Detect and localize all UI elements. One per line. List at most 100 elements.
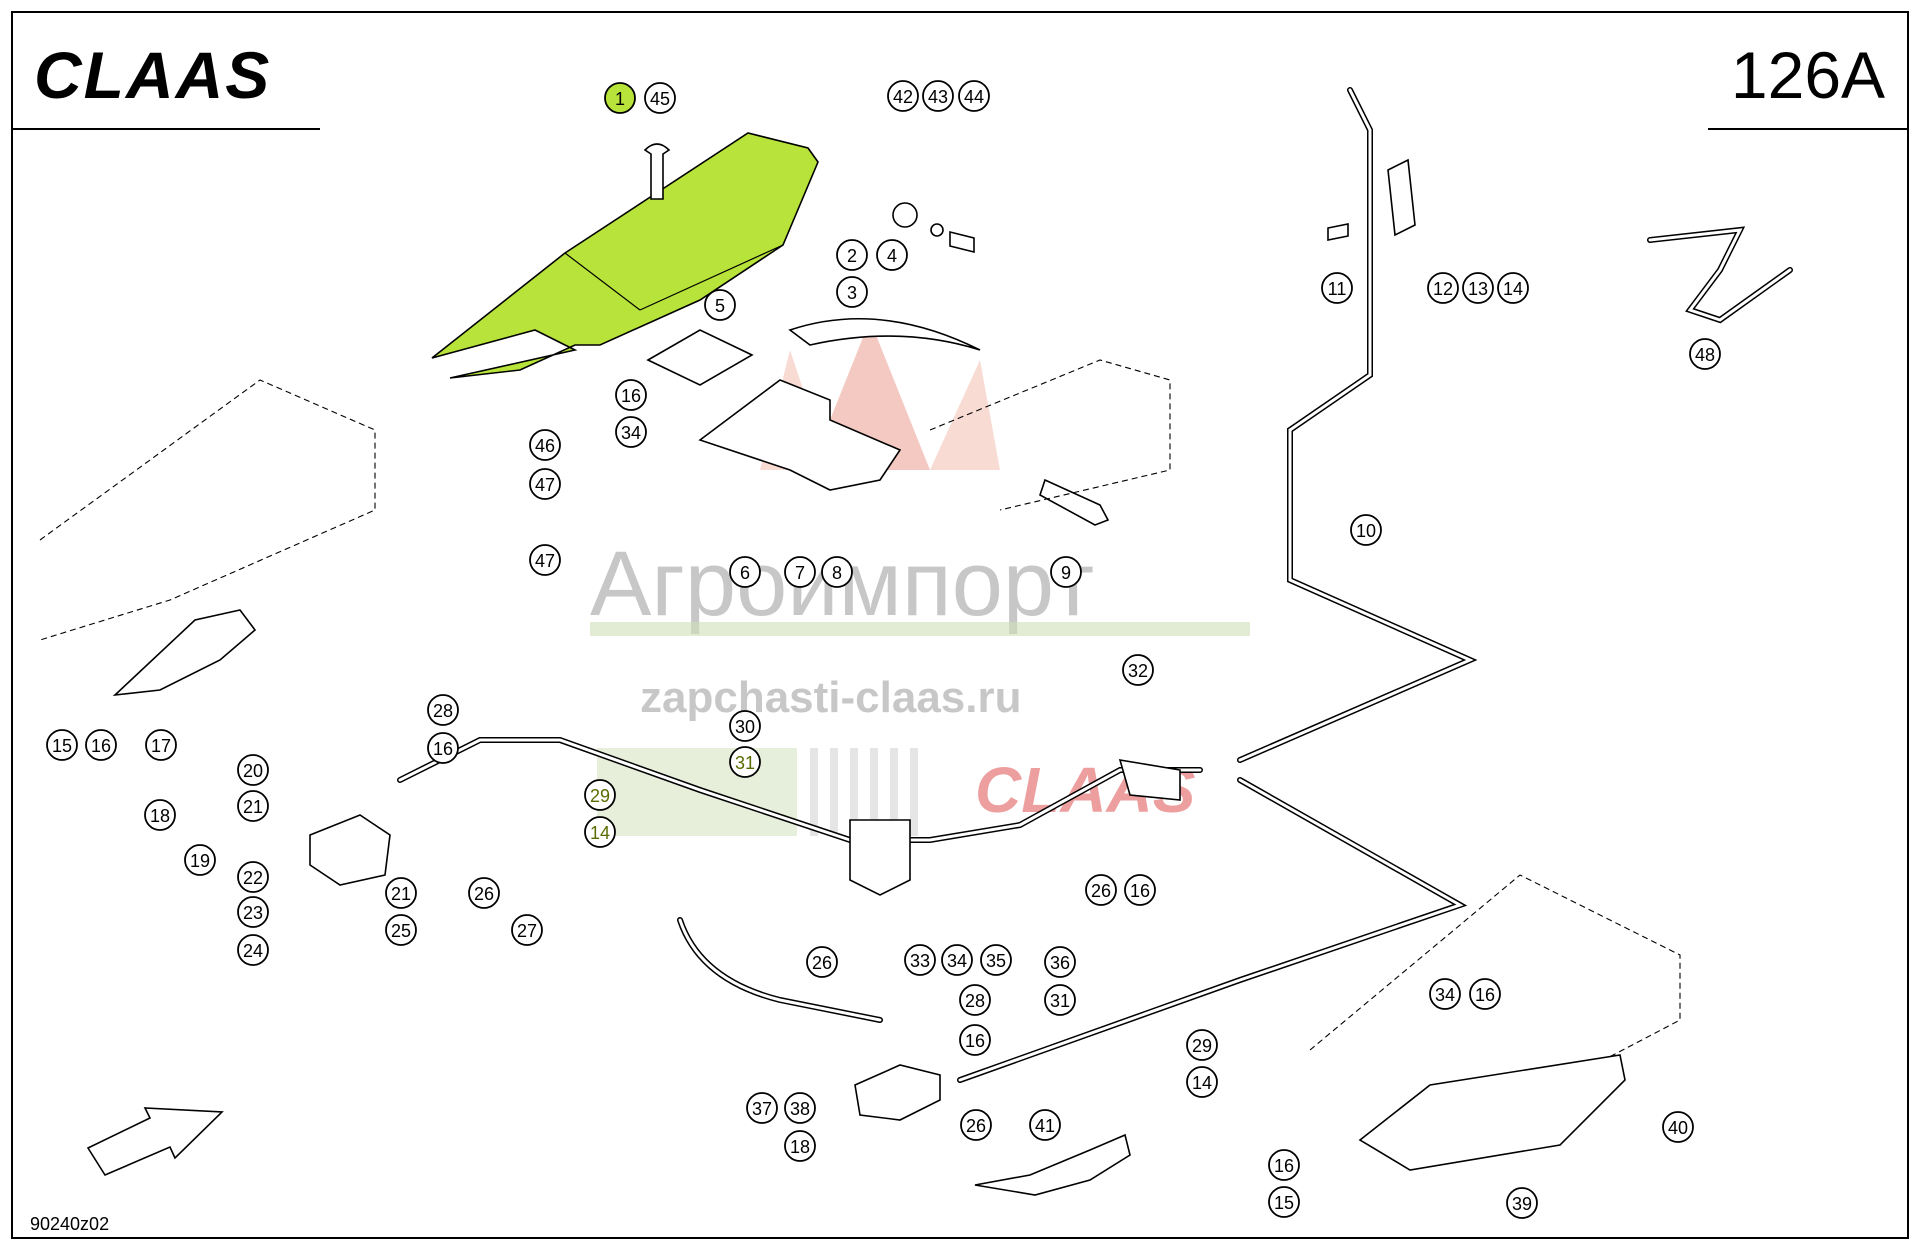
callout-46: 46 [529, 429, 561, 461]
part-48-cable-inner [1648, 228, 1792, 322]
callout-circle [1469, 978, 1501, 1010]
callout-34: 34 [1429, 978, 1461, 1010]
callout-circle [427, 732, 459, 764]
part-32-bracket [1118, 759, 1181, 801]
callout-label: 22 [243, 868, 263, 888]
callout-label: 25 [391, 921, 411, 941]
callout-16: 16 [959, 1024, 991, 1056]
callout-circle [1268, 1149, 1300, 1181]
callout-24: 24 [237, 934, 269, 966]
callout-circle [836, 239, 868, 271]
callout-circle [729, 746, 761, 778]
callout-label: 16 [1130, 881, 1150, 901]
callout-circle [1662, 1111, 1694, 1143]
callout-label: 39 [1512, 1194, 1532, 1214]
callout-label: 26 [812, 953, 832, 973]
callout-label: 1 [615, 89, 625, 109]
callout-label: 18 [790, 1137, 810, 1157]
page-number: 126A [1731, 38, 1885, 112]
callout-circle [836, 276, 868, 308]
callout-label: 34 [621, 423, 641, 443]
callout-circle [237, 934, 269, 966]
callout-27: 27 [511, 914, 543, 946]
callout-34: 34 [941, 944, 973, 976]
callout-29: 29 [1186, 1029, 1218, 1061]
callout-circle [904, 944, 936, 976]
callout-label: 40 [1668, 1118, 1688, 1138]
part-44-bolt [949, 230, 975, 254]
callout-2: 2 [836, 239, 868, 271]
callout-label: 41 [1035, 1116, 1055, 1136]
callout-circle [922, 80, 954, 112]
callout-33: 33 [904, 944, 936, 976]
callout-circle [1689, 338, 1721, 370]
part-4-spring [788, 318, 981, 351]
callout-16: 16 [1268, 1149, 1300, 1181]
drawing-number: 90240z02 [30, 1214, 109, 1234]
callout-circle [385, 877, 417, 909]
part-arrow-icon [86, 1107, 224, 1177]
callout-44: 44 [958, 80, 990, 112]
part-8-bracket [698, 379, 902, 491]
part-10-rod [1237, 87, 1478, 763]
callout-label: 7 [795, 563, 805, 583]
part-5-bracket [646, 329, 754, 386]
callout-label: 21 [391, 884, 411, 904]
callout-circle [784, 1130, 816, 1162]
callout-circle [427, 694, 459, 726]
callout-26: 26 [960, 1109, 992, 1141]
callout-circle [941, 944, 973, 976]
callout-16: 16 [1469, 978, 1501, 1010]
callout-label: 16 [91, 736, 111, 756]
callout-17: 17 [145, 729, 177, 761]
callout-label: 21 [243, 797, 263, 817]
callout-circle [1350, 514, 1382, 546]
callout-15: 15 [1268, 1186, 1300, 1218]
callout-circle [1427, 272, 1459, 304]
callout-label: 23 [243, 903, 263, 923]
part-1-shield [431, 132, 819, 379]
callout-label: 6 [740, 563, 750, 583]
callout-25: 25 [385, 914, 417, 946]
callout-21: 21 [237, 790, 269, 822]
part-37-rod [677, 917, 883, 1023]
callout-circle [529, 468, 561, 500]
part-42-cap [892, 202, 918, 228]
part-1-shield-fold-2 [639, 244, 784, 311]
callout-circle [1186, 1066, 1218, 1098]
callout-4: 4 [876, 239, 908, 271]
callout-circle [729, 556, 761, 588]
callout-label: 46 [535, 436, 555, 456]
callout-circle [806, 946, 838, 978]
callout-40: 40 [1662, 1111, 1694, 1143]
part-cable-lower-inner [958, 778, 1464, 1082]
callout-circle [960, 1109, 992, 1141]
callout-label: 42 [893, 87, 913, 107]
callout-circle [1497, 272, 1529, 304]
callout-circle [46, 729, 78, 761]
callout-5: 5 [704, 289, 736, 321]
callout-label: 47 [535, 475, 555, 495]
part-19-motor [309, 814, 391, 886]
watermark-bar [590, 622, 1250, 636]
callout-15: 15 [46, 729, 78, 761]
callout-39: 39 [1506, 1187, 1538, 1219]
callout-circle [145, 729, 177, 761]
callout-label: 16 [965, 1031, 985, 1051]
callout-45: 45 [644, 82, 676, 114]
callout-label: 26 [1091, 881, 1111, 901]
callout-label: 15 [1274, 1193, 1294, 1213]
callout-circle [615, 379, 647, 411]
callout-circle [1186, 1029, 1218, 1061]
brand-logo: CLAAS [34, 38, 271, 112]
callout-47: 47 [529, 544, 561, 576]
callout-circle [980, 944, 1012, 976]
callout-38: 38 [784, 1092, 816, 1124]
callout-14: 14 [1497, 272, 1529, 304]
callout-label: 33 [910, 951, 930, 971]
callout-28: 28 [959, 984, 991, 1016]
callout-26: 26 [1085, 874, 1117, 906]
part-48-cable [1647, 226, 1793, 324]
callout-label: 17 [151, 736, 171, 756]
